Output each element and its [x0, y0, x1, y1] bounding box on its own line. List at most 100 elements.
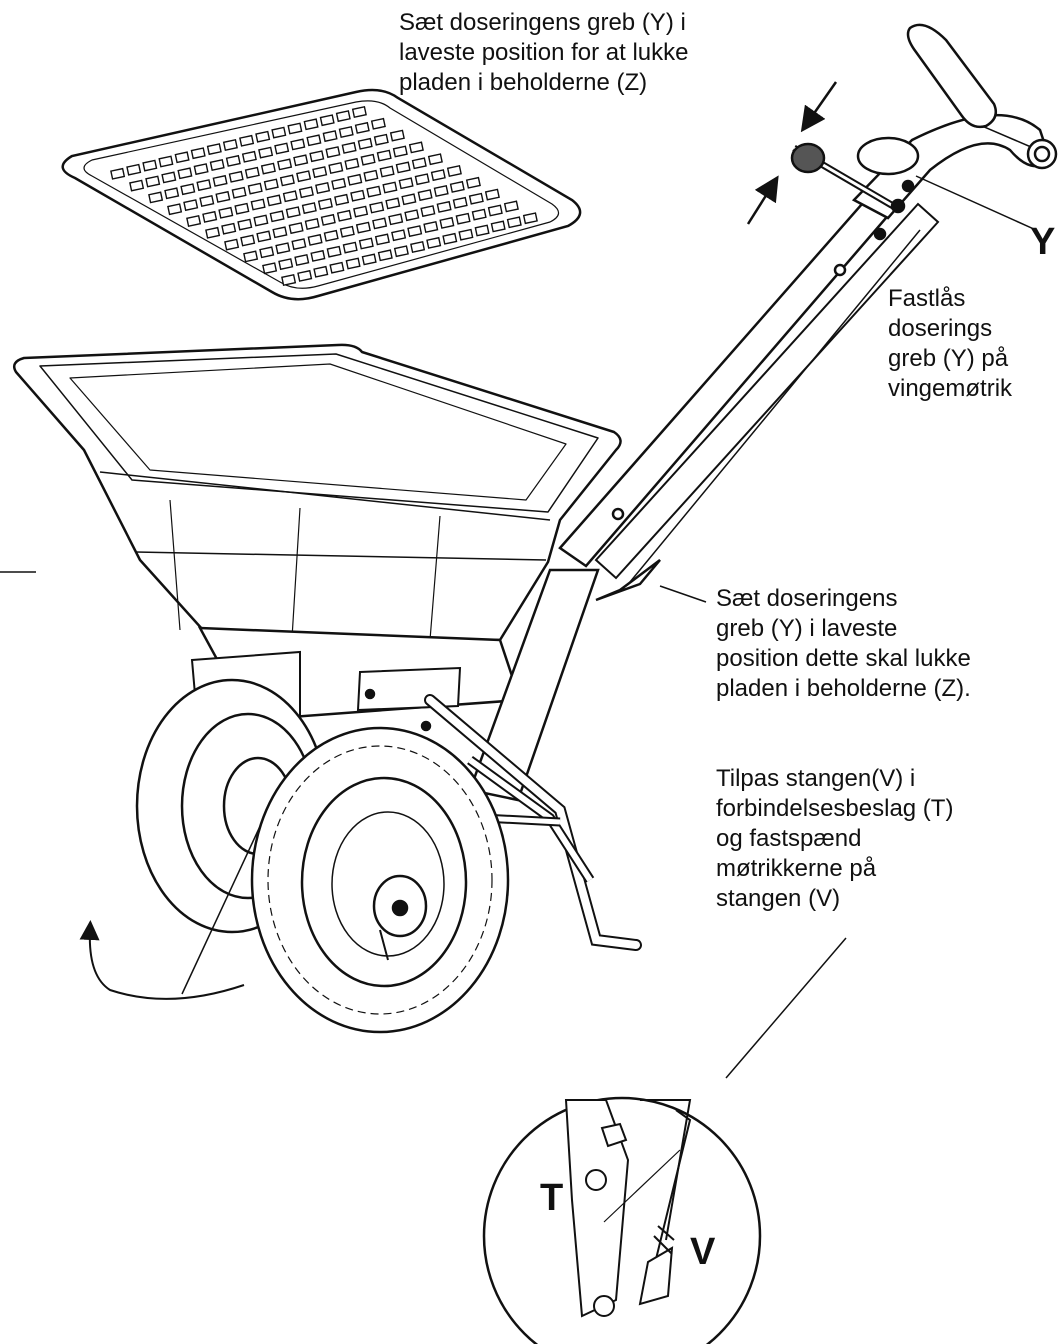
lid-hole	[326, 245, 342, 258]
lid-hole	[212, 174, 228, 187]
lid-hole	[306, 134, 322, 147]
instruction-line: greb (Y) på	[888, 345, 1009, 372]
lid-hole	[452, 196, 468, 209]
lid-hole	[260, 162, 276, 175]
lid-hole	[129, 179, 145, 192]
lid-hole	[275, 242, 291, 255]
lid-hole	[258, 146, 274, 159]
lid-hole	[423, 221, 439, 233]
lid-hole	[458, 228, 474, 241]
lid-hole	[263, 178, 279, 191]
instruction-line: doserings	[888, 315, 993, 342]
lid-hole	[354, 121, 370, 134]
lid-hole	[244, 166, 260, 179]
lid-hole	[436, 200, 452, 213]
lid-hole	[385, 197, 401, 210]
lid-hole	[183, 199, 199, 212]
lid-hole	[370, 117, 386, 130]
instruction-line: forbindelsesbeslag (T)	[716, 795, 954, 822]
lid-hole	[345, 257, 361, 270]
lid-hole	[334, 193, 350, 206]
lid-hole	[253, 214, 269, 227]
lid-hole	[256, 230, 272, 243]
instruction-line: møtrikkerne på	[716, 855, 877, 882]
lid-hole	[357, 137, 373, 150]
front-wheel	[250, 726, 510, 1034]
lid-hole	[411, 157, 427, 170]
lid-hole	[239, 134, 255, 147]
instruction-line: pladen i beholderne (Z)	[399, 69, 648, 96]
lid-hole	[336, 209, 352, 222]
lid-hole	[240, 234, 256, 247]
lid-hole	[234, 202, 250, 215]
instruction-line: Sæt doseringens greb (Y) i	[399, 9, 686, 36]
instruction-line: greb (Y) i laveste	[716, 615, 898, 642]
lid-hole	[282, 190, 298, 203]
part-label-v: V	[690, 1231, 716, 1273]
lid-hole	[373, 133, 389, 146]
lid-hole	[304, 218, 320, 230]
lid-hole	[388, 213, 404, 226]
lid-hole	[288, 222, 304, 235]
lid-hole	[291, 238, 307, 251]
part-label-y: Y	[1030, 221, 1056, 263]
lid-hole	[243, 250, 259, 263]
lid-perforation-grid	[110, 106, 538, 286]
lid-hole	[148, 191, 164, 204]
lid-hole	[231, 186, 247, 199]
lid-hole	[389, 129, 405, 142]
lid-hole	[398, 177, 414, 190]
instruction-line: og fastspænd	[716, 825, 862, 852]
lid-hole	[484, 188, 500, 201]
lid-hole	[408, 141, 424, 154]
handle	[558, 23, 1058, 602]
lid-hole	[315, 182, 331, 194]
lid-hole	[363, 169, 379, 182]
lid-hole	[319, 114, 335, 127]
instruction-line: Tilpas stangen(V) i	[716, 765, 916, 792]
lid-hole	[266, 194, 282, 207]
lid-hole	[404, 209, 420, 222]
lid-hole	[142, 159, 158, 172]
rotation-arrow	[79, 920, 245, 1000]
lid-hole	[369, 201, 385, 214]
lid-hole	[355, 221, 371, 234]
lid-hole	[218, 206, 234, 219]
lid-hole	[503, 200, 519, 213]
lid-hole	[287, 122, 303, 135]
lid-hole	[490, 220, 506, 233]
lid-hole	[241, 150, 257, 163]
lid-hole	[285, 206, 301, 219]
lid-hole	[222, 139, 238, 151]
instruction-close-plate-top: Sæt doseringens greb (Y) i laveste posit…	[399, 8, 689, 98]
lid-hole	[294, 254, 310, 266]
lid-hole	[272, 226, 288, 239]
lid-hole	[374, 233, 390, 246]
lid-hole	[269, 210, 285, 223]
lid-hole	[193, 163, 209, 176]
lid-hole	[353, 205, 369, 218]
lid-hole	[347, 173, 363, 186]
instruction-line: vingemøtrik	[888, 375, 1013, 402]
lid-hole	[309, 150, 325, 163]
lid-hole	[145, 175, 161, 188]
instruction-line: Fastlås	[888, 285, 966, 312]
lid-hole	[209, 159, 225, 171]
instruction-line: pladen i beholderne (Z).	[716, 675, 971, 702]
lid-hole	[158, 155, 174, 168]
lid-hole	[395, 161, 411, 174]
lid-hole	[277, 158, 293, 171]
lid-hole	[202, 210, 218, 223]
leader-lines	[0, 175, 1037, 1079]
lid-hole	[376, 149, 392, 162]
lid-hole	[186, 215, 202, 227]
lid-hole	[225, 154, 241, 167]
lid-hole	[296, 170, 312, 183]
lid-hole	[293, 154, 309, 167]
lid-hole	[426, 236, 442, 249]
lid-hole	[361, 253, 377, 266]
instruction-close-plate-middle: Sæt doseringens greb (Y) i laveste posit…	[716, 584, 971, 704]
lid-hole	[278, 258, 294, 271]
instruction-line: Sæt doseringens	[716, 585, 898, 612]
lid-hole	[290, 138, 306, 151]
